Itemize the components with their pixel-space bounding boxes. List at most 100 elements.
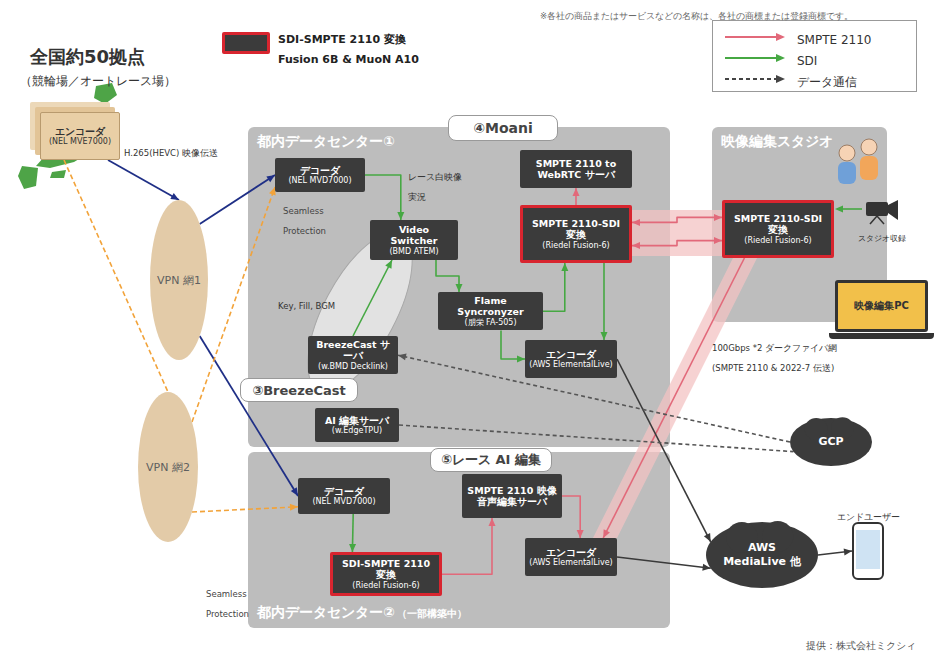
label-holder: レース白映像 実況 — [408, 165, 470, 205]
box-title: BreezeCast サーバ — [312, 339, 394, 362]
region-title: 都内データセンター②（一部構築中） — [257, 604, 467, 622]
region-title-text: 都内データセンター① — [257, 133, 395, 151]
japan-shikoku — [50, 170, 66, 178]
arrowhead — [489, 518, 496, 526]
device-box: デコーダ(NEL MVD7000) — [275, 158, 365, 192]
label-holder: Seamless Protection — [283, 199, 353, 239]
legend-line — [725, 78, 777, 80]
legend-row: データ通信 — [713, 69, 916, 89]
box-subtitle: (NEL MVE7000) — [49, 137, 111, 147]
camera-lens — [888, 200, 898, 220]
region-title-text: 映像編集スタジオ — [721, 133, 833, 151]
ellipse-fill — [138, 392, 198, 542]
legend-text-holder: SMPTE 2110 — [797, 29, 871, 48]
connector — [353, 260, 392, 336]
box-subtitle: (AWS ElementalLive) — [529, 558, 612, 568]
connector — [818, 551, 852, 555]
box-title: デコーダ — [300, 165, 340, 176]
vpn-label: VPN 網1 — [157, 273, 201, 288]
vpn-ellipse: VPN 網2 — [138, 392, 198, 542]
connector — [365, 175, 401, 220]
arrowhead — [714, 237, 722, 244]
region-title-text: 都内データセンター② — [257, 604, 395, 622]
annotation-label: H.265(HEVC) 映像伝送 — [124, 148, 218, 158]
arrowhead — [456, 284, 463, 292]
person-body — [860, 156, 878, 180]
callout-tab: ③BreezeCast — [240, 378, 358, 402]
legend-arrowhead — [776, 54, 785, 62]
cloud-label: GCP — [804, 435, 857, 449]
connector — [632, 217, 722, 222]
box-subtitle: (AWS ElementalLive) — [529, 360, 612, 370]
dark-fiber-band — [632, 210, 722, 256]
connector — [192, 507, 298, 512]
connector — [399, 425, 793, 452]
legend-swatch — [719, 69, 789, 89]
legend-line — [725, 36, 777, 38]
arrowhead — [561, 263, 568, 271]
arrowhead — [170, 193, 179, 200]
connector — [352, 514, 354, 552]
connector — [562, 496, 580, 538]
device-box: エンコーダ(AWS ElementalLive) — [525, 340, 617, 378]
box-title: AI 編集サーバ — [325, 415, 389, 426]
phone-label: エンドユーザー — [837, 512, 900, 522]
connector — [617, 359, 711, 542]
callout-tab: ⑤レース AI 編集 — [430, 448, 552, 472]
callout-text: ⑤レース AI 編集 — [441, 451, 541, 469]
laptop-base — [829, 333, 934, 339]
legend-swatch — [719, 27, 789, 47]
connector — [632, 241, 722, 246]
connector — [543, 263, 565, 311]
phone-heading: エンドユーザー — [837, 505, 900, 524]
device-box: AI 編集サーバ(w.EdgeTPU) — [315, 408, 399, 442]
connector — [501, 330, 525, 359]
converter-box: SMPTE 2110-SDI 変換(Riedel Fusion-6) — [722, 200, 834, 258]
legend-text-holder: SDI-SMPTE 2110 変換 Fusion 6B & MuoN A10 — [278, 28, 428, 68]
connector — [436, 260, 459, 292]
label-holder: Key, Fill, BGM — [278, 294, 335, 314]
box-title: Flame Syncronyzer — [442, 295, 539, 318]
label-holder: スタジオ収録 — [858, 226, 906, 246]
key-fill-area — [287, 217, 433, 406]
arrowhead — [704, 533, 711, 542]
arrowhead — [266, 175, 275, 182]
connector — [192, 187, 275, 422]
callout-text: ④Moani — [473, 120, 533, 136]
legend-text: SMPTE 2110 — [797, 33, 871, 47]
box-subtitle: (Riedel Fusion-6) — [542, 241, 609, 251]
region-title: 映像編集スタジオ — [721, 133, 833, 151]
label-holder: H.265(HEVC) 映像伝送 — [124, 141, 218, 161]
arrowhead — [601, 332, 608, 340]
smartphone: エンドユーザー — [852, 522, 884, 580]
label-holder: 全国約50拠点 — [30, 46, 145, 69]
cloud-service: AWS MediaLive 他 — [706, 522, 818, 588]
box-title: SMPTE 2110-SDI 変換 — [527, 218, 625, 241]
annotation-label: 100Gbps *2 ダークファイバ網 (SMPTE 2110 & 2022-7… — [712, 343, 837, 373]
device-box: SMPTE 2110 to WebRTC サーバ — [520, 150, 632, 188]
region-title-text: （一部構築中） — [397, 607, 467, 621]
connector — [200, 336, 298, 496]
connector — [64, 160, 168, 392]
region-title: 都内データセンター① — [257, 133, 395, 151]
box-subtitle: (NEL MVD7000) — [288, 176, 351, 186]
box-title: エンコーダ — [546, 547, 596, 558]
legend-box-sample — [222, 32, 270, 54]
annotation-label: レース白映像 実況 — [408, 172, 462, 202]
legend-line — [725, 57, 777, 59]
arrowhead — [290, 504, 298, 511]
arrowhead — [632, 242, 640, 249]
connector — [442, 518, 492, 574]
device-box: エンコーダ(AWS ElementalLive) — [525, 538, 617, 576]
arrowhead — [632, 219, 640, 226]
box-title: エンコーダ — [546, 349, 596, 360]
cloud-fill — [706, 522, 818, 588]
connector — [575, 188, 577, 205]
box-subtitle: (朋栄 FA-505) — [464, 318, 516, 328]
cloud-service: GCP — [790, 418, 872, 466]
legend-row: SDI — [713, 48, 916, 68]
camera-tripod — [877, 216, 884, 224]
dark-fiber-band — [593, 258, 757, 538]
annotation-label: Seamless Protection — [283, 206, 326, 236]
